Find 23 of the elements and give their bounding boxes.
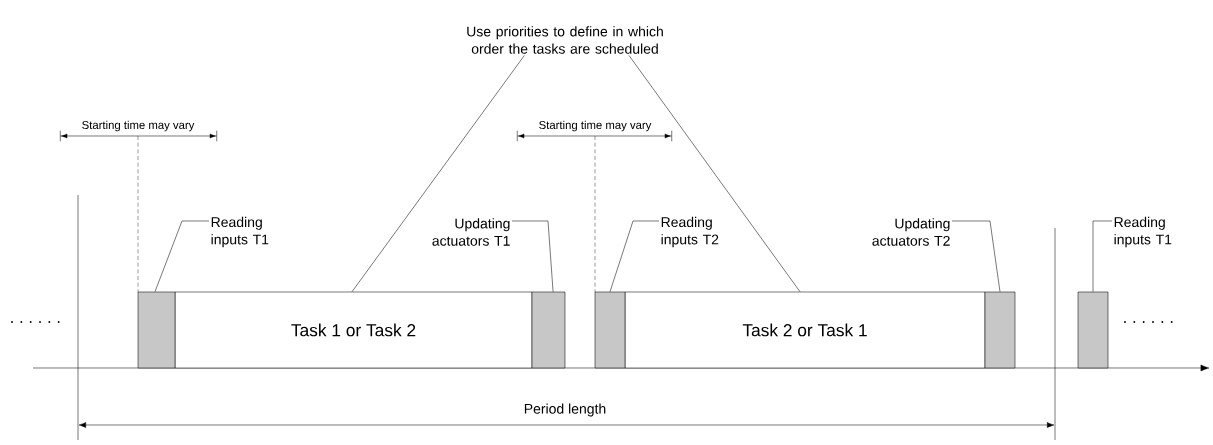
- callout-text: Use priorities to define in which order the tasks are scheduled: [467, 26, 663, 54]
- task-box: Task 2 or Task 1: [624, 291, 986, 369]
- leader-line: [951, 220, 1001, 292]
- hatched-block: [984, 291, 1016, 369]
- task-box: Task 1 or Task 2: [174, 291, 533, 369]
- dimension-label: Starting time may vary: [82, 120, 195, 132]
- leader-line: [609, 220, 660, 292]
- callout-text: Reading inputs T1: [1114, 216, 1172, 248]
- leader-line: [1092, 220, 1113, 292]
- leader-line: [351, 55, 525, 292]
- dimension-label: Period length: [524, 403, 606, 417]
- callout-text: Updating actuators T1: [432, 218, 510, 246]
- hatched-block: [531, 291, 566, 369]
- leader-line: [628, 55, 801, 292]
- hatched-block: [594, 291, 626, 369]
- hatched-block: [1077, 291, 1109, 369]
- leader-line: [154, 220, 210, 292]
- callout-text: Reading inputs T1: [211, 216, 269, 248]
- leader-line: [511, 220, 554, 292]
- callout-text: Reading inputs T2: [661, 216, 719, 248]
- callout-text: Updating actuators T2: [872, 218, 950, 246]
- hatched-block: [137, 291, 176, 369]
- dimension-label: Starting time may vary: [539, 120, 652, 132]
